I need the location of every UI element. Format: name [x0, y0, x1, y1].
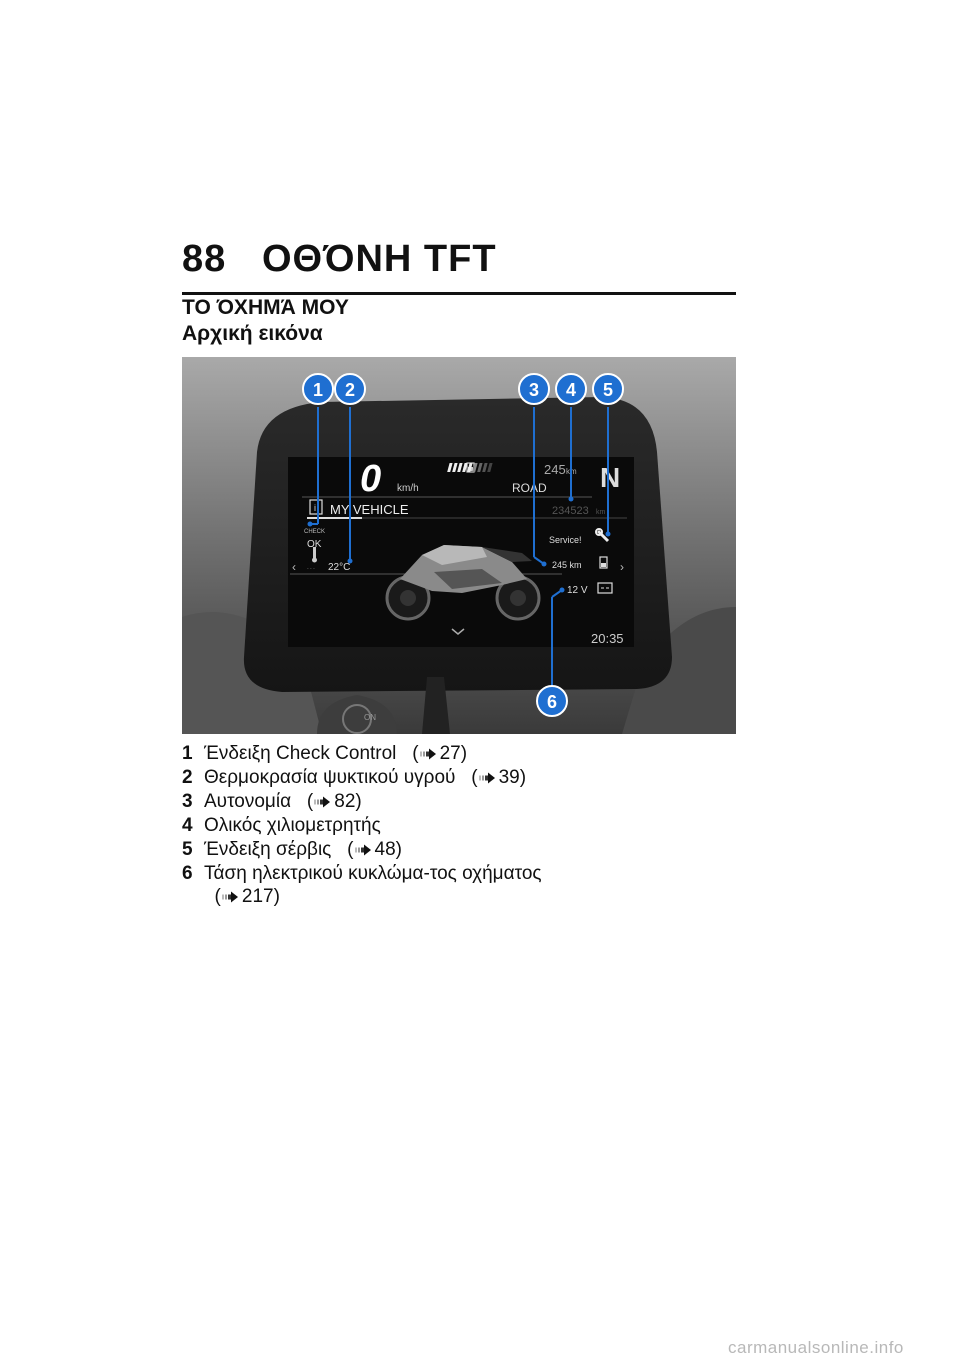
page-number: 88 — [182, 238, 227, 280]
watermark: carmanualsonline.info — [728, 1338, 904, 1357]
legend-description: Τάση ηλεκτρικού κυκλώμα-τος οχήματος — [204, 863, 542, 884]
callout-1: 1 — [302, 373, 334, 405]
legend-number: 3 — [182, 791, 193, 812]
reference-arrow-icon — [419, 748, 436, 760]
legend-number: 2 — [182, 767, 193, 788]
reference-arrow-icon — [354, 844, 371, 856]
legend-text: Τάση ηλεκτρικού κυκλώμα-τος οχήματος (21… — [204, 862, 562, 908]
legend-item: 3 Αυτονομία (82) — [182, 790, 562, 813]
svg-text:2: 2 — [345, 380, 355, 400]
legend-description: Ένδειξη σέρβις — [204, 839, 332, 860]
legend-text: Ολικός χιλιομετρητής — [204, 814, 562, 837]
callout-3: 3 — [518, 373, 550, 405]
odometer-unit: km — [596, 509, 606, 516]
legend-description: Ολικός χιλιομετρητής — [204, 815, 381, 836]
ignition-housing — [317, 695, 397, 734]
legend-text: Αυτονομία (82) — [204, 790, 562, 813]
page-reference-number: 82 — [334, 791, 356, 812]
page-reference-link[interactable]: (48) — [336, 839, 402, 860]
legend-item: 1 Ένδειξη Check Control (27) — [182, 742, 562, 765]
reference-arrow-icon — [221, 891, 238, 903]
menu-active-underline — [307, 517, 362, 519]
fuel-pump-icon — [599, 556, 608, 569]
legend-item: 4 Ολικός χιλιομετρητής — [182, 814, 562, 837]
chapter-title: ΟΘΌΝΗ TFT — [262, 238, 497, 280]
menu-info-icon — [309, 499, 323, 515]
svg-text:6: 6 — [547, 692, 557, 712]
svg-text:4: 4 — [566, 380, 576, 400]
legend-number: 6 — [182, 863, 193, 884]
legend-description: Θερμοκρασία ψυκτικού υγρού — [204, 767, 456, 788]
svg-text:- - -: - - - — [307, 566, 315, 572]
page-reference-number: 39 — [498, 767, 520, 788]
legend-description: Αυτονομία — [204, 791, 292, 812]
svg-text:5: 5 — [603, 380, 613, 400]
ignition-label: ON — [364, 713, 376, 722]
legend-number: 4 — [182, 815, 193, 836]
page-reference-link[interactable]: (39) — [460, 767, 527, 788]
clock: 20:35 — [591, 631, 624, 646]
section-subtitle: Αρχική εικόνα — [182, 322, 323, 345]
page-reference-number: 48 — [374, 839, 396, 860]
callout-4: 4 — [555, 373, 587, 405]
voltage-value: 12 V — [567, 585, 588, 596]
svg-text:i: i — [314, 503, 316, 513]
page-reference-link[interactable]: (82) — [296, 791, 362, 812]
battery-icon — [597, 582, 613, 594]
tft-display-photo: 0 km/h 245 km N ROAD i MY VEHICLE 234523… — [182, 357, 736, 734]
page-reference-link[interactable]: (217) — [204, 886, 280, 907]
thermometer-icon — [312, 547, 317, 563]
fuel-gauge-bars — [447, 463, 493, 472]
svg-text:3: 3 — [529, 380, 539, 400]
legend-item: 5 Ένδειξη σέρβις (48) — [182, 838, 562, 861]
callout-6: 6 — [536, 685, 568, 717]
range-value: 245 km — [552, 560, 582, 570]
top-range-value: 245 — [544, 462, 566, 477]
section-title: ΤΟ ΌΧΗΜΆ ΜΟΥ — [182, 296, 349, 319]
gear-indicator: N — [600, 462, 620, 493]
legend-number: 1 — [182, 743, 193, 764]
wrench-icon — [595, 528, 610, 543]
legend-text: Θερμοκρασία ψυκτικού υγρού (39) — [204, 766, 562, 789]
tft-display-illustration: 0 km/h 245 km N ROAD i MY VEHICLE 234523… — [182, 357, 736, 734]
legend-number: 5 — [182, 839, 193, 860]
svg-text:1: 1 — [313, 380, 323, 400]
service-text: Service! — [549, 535, 582, 545]
page-reference-link[interactable]: (27) — [401, 743, 468, 764]
page-reference-number: 27 — [439, 743, 461, 764]
menu-title: MY VEHICLE — [330, 502, 409, 517]
check-status: OK — [307, 539, 322, 550]
header-rule — [182, 292, 736, 295]
speed-unit: km/h — [397, 483, 419, 494]
speed-value: 0 — [360, 458, 381, 500]
scroll-down-chevron[interactable] — [451, 628, 465, 635]
legend-item: 2 Θερμοκρασία ψυκτικού υγρού (39) — [182, 766, 562, 789]
callout-2: 2 — [334, 373, 366, 405]
riding-mode: ROAD — [512, 481, 547, 495]
reference-arrow-icon — [478, 772, 495, 784]
motorcycle-image — [385, 545, 541, 621]
check-label: CHECK — [304, 529, 325, 535]
screen-right-chevron[interactable]: › — [620, 560, 624, 574]
odometer-value: 234523 — [552, 505, 589, 517]
coolant-temp-value: 22°C — [328, 562, 350, 573]
screen-left-chevron[interactable]: ‹ — [292, 560, 296, 574]
page-reference-number: 217 — [241, 886, 274, 907]
callout-5: 5 — [592, 373, 624, 405]
reference-arrow-icon — [314, 796, 331, 808]
legend-description: Ένδειξη Check Control — [204, 743, 397, 764]
legend-text: Ένδειξη Check Control (27) — [204, 742, 562, 765]
legend-item: 6 Τάση ηλεκτρικού κυκλώμα-τος οχήματος (2… — [182, 862, 562, 908]
legend-list: 1 Ένδειξη Check Control (27) 2 Θερμοκρασία … — [182, 742, 562, 909]
legend-text: Ένδειξη σέρβις (48) — [204, 838, 562, 861]
